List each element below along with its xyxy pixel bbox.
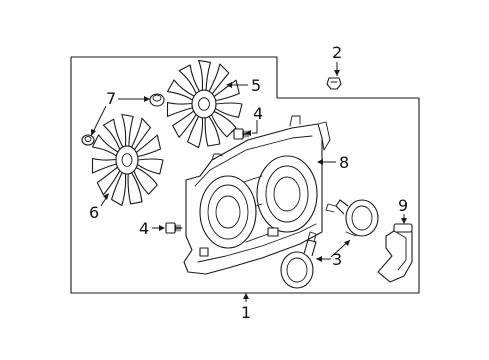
fan-blade: [127, 172, 143, 205]
fan-blade: [91, 134, 119, 157]
arrow-4a: [245, 130, 251, 136]
nut-7: [149, 93, 165, 107]
arrow-7b: [91, 129, 96, 136]
arrow-9: [401, 218, 407, 224]
leader-7-b: [91, 105, 107, 135]
fan-blade: [133, 167, 158, 195]
callout-4-upper: 4: [253, 104, 263, 123]
fan-blade: [135, 134, 162, 158]
bolt-4-lower: [165, 222, 183, 234]
callout-7: 7: [106, 89, 116, 108]
fan-blade: [204, 116, 221, 147]
fan-blade: [131, 117, 152, 151]
fan-hub: [191, 89, 217, 119]
arrow-7: [144, 96, 150, 102]
callout-8: 8: [339, 153, 349, 172]
fan-blade: [136, 158, 164, 175]
nut-7-b: [81, 134, 95, 146]
fan-blade: [214, 102, 243, 118]
fan-blade: [166, 101, 194, 117]
fan-blade: [178, 64, 200, 95]
fan-blade: [208, 63, 230, 95]
resistor-cover-9: [377, 223, 413, 283]
fan-blade: [96, 166, 121, 196]
fan-blade: [121, 113, 134, 147]
arrow-1: [243, 293, 249, 299]
arrow-3a: [344, 240, 350, 246]
fan-hub-center: [198, 97, 210, 111]
callout-1: 1: [241, 303, 251, 322]
leader-4-upper: [252, 120, 258, 134]
fan-blade: [172, 110, 197, 138]
fan-motor-lower: [280, 231, 317, 289]
bolt-2: [326, 77, 342, 90]
arrow-8: [317, 159, 323, 165]
fan-blade: [91, 157, 117, 174]
fan-hub: [115, 145, 139, 175]
callout-4-lower: 4: [139, 219, 149, 238]
fan-blade-upper: [166, 59, 243, 149]
fan-blade: [111, 172, 127, 207]
fan-motor-upper: [325, 199, 379, 237]
arrow-5: [226, 82, 232, 88]
callout-6: 6: [89, 203, 99, 222]
callout-9: 9: [398, 196, 408, 215]
fan-hub-center: [121, 153, 133, 167]
arrow-2: [334, 70, 340, 76]
fan-blade: [198, 59, 211, 91]
arrow-3b: [316, 256, 322, 262]
arrow-6: [103, 193, 109, 200]
assembly-frame: [70, 56, 420, 294]
fan-blade: [102, 118, 124, 150]
fan-blade: [187, 115, 204, 149]
callout-5: 5: [251, 76, 261, 95]
arrow-4b: [159, 225, 165, 231]
fan-blade: [210, 110, 237, 138]
fan-blade-lower: [91, 113, 164, 207]
callout-3: 3: [332, 250, 342, 269]
fan-blade: [166, 79, 195, 101]
callout-2: 2: [332, 43, 342, 62]
fan-shroud: [183, 115, 331, 275]
